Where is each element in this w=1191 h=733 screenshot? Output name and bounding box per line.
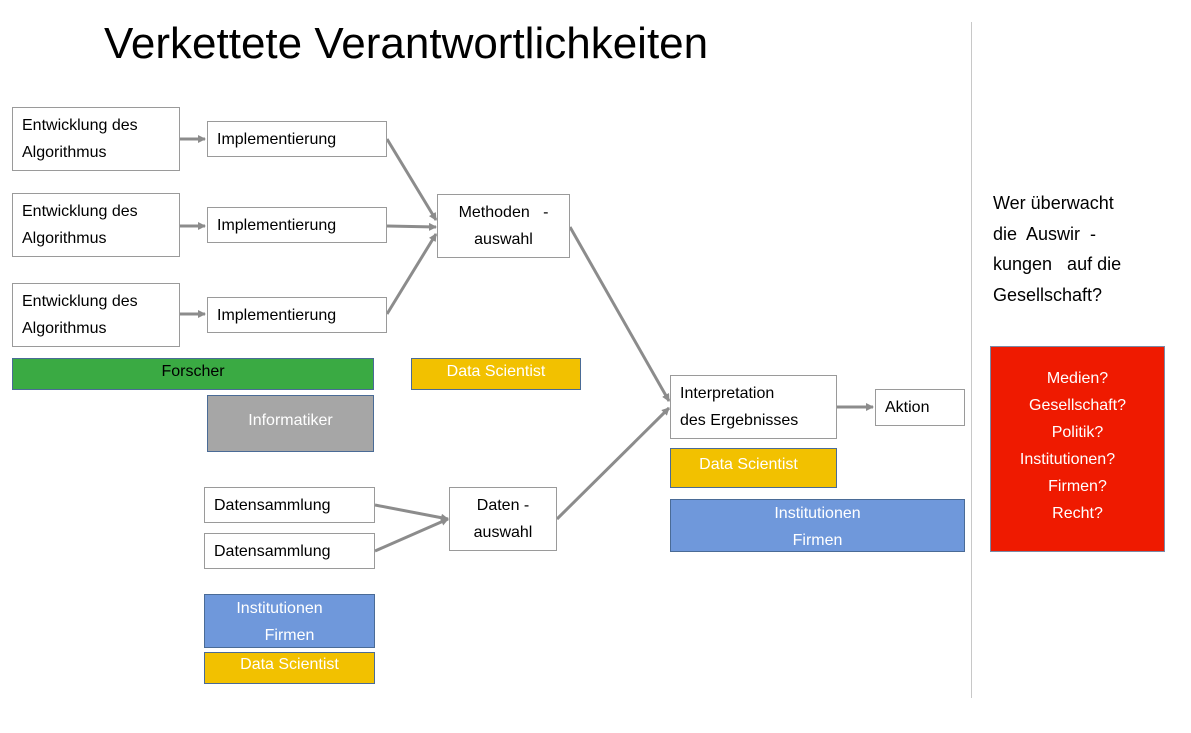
algorithm-development-box-1: Entwicklung des Algorithmus [12,107,180,171]
role-institutions-data: Institutionen Firmen [204,594,375,648]
box-line: Implementierung [217,307,337,324]
role-label: Informatiker [248,412,333,429]
action-box: Aktion [875,389,965,426]
oversight-question: Wer überwacht die Auswir - kungen auf di… [993,188,1121,310]
arrow-impl3-method [385,233,438,315]
box-line: auswahl [474,231,533,248]
box-line: Implementierung [217,131,337,148]
stakeholder-item: Firmen? [1048,478,1107,495]
question-line: kungen auf die [993,254,1122,274]
stakeholders-box: Medien? Gesellschaft? Politik? Instituti… [990,346,1165,552]
question-line: Gesellschaft? [993,284,1103,305]
role-label: Data Scientist [240,656,339,673]
box-line: Methoden - [458,204,549,221]
box-line: Algorithmus [22,230,107,247]
box-line: Entwicklung des [22,203,138,220]
box-line: auswahl [473,524,533,541]
box-line: Interpretation [680,385,775,402]
box-line: Algorithmus [22,144,107,161]
role-informatiker: Informatiker [207,395,374,452]
box-line: Daten - [476,497,530,514]
role-data-scientist-interpretation: Data Scientist [670,448,837,488]
role-label: Firmen [792,532,843,549]
box-line: Algorithmus [22,320,107,337]
arrow-impl2-method [386,222,437,231]
role-institutions-interpretation: Institutionen Firmen [670,499,965,552]
stakeholder-item: Medien? [1046,370,1109,387]
role-forscher: Forscher [12,358,374,390]
method-selection-box: Methoden - auswahl [437,194,570,258]
data-selection-box: Daten - auswahl [449,487,557,551]
role-data-scientist-methods: Data Scientist [411,358,581,390]
arrow-impl1-method [385,138,438,221]
vertical-divider [971,22,972,698]
box-line: des Ergebnisses [680,412,799,429]
stakeholder-item: Institutionen? [1019,451,1116,468]
question-line: Wer überwacht [993,193,1114,213]
box-line: Entwicklung des [22,117,138,134]
data-collection-box-1: Datensammlung [204,487,375,523]
box-line: Aktion [885,399,930,416]
stakeholder-item: Politik? [1051,424,1104,441]
box-line: Entwicklung des [22,293,138,310]
arrow-method-interpretation [568,226,671,402]
stakeholder-item: Gesellschaft? [1029,397,1126,414]
implementation-box-3: Implementierung [207,297,387,333]
page-title: Verkettete Verantwortlichkeiten [104,19,709,68]
role-label: Institutionen [236,600,323,617]
question-line: die Auswir - [993,223,1097,244]
role-data-scientist-data: Data Scientist [204,652,375,684]
role-label: Forscher [161,363,225,380]
role-label: Firmen [264,627,315,644]
box-line: Implementierung [217,217,337,234]
role-label: Data Scientist [446,363,546,380]
algorithm-development-box-2: Entwicklung des Algorithmus [12,193,180,257]
arrow-collection1-selection [374,503,449,522]
implementation-box-2: Implementierung [207,207,387,243]
implementation-box-1: Implementierung [207,121,387,157]
data-collection-box-2: Datensammlung [204,533,375,569]
arrow-selection-interpretation [555,406,671,521]
box-line: Datensammlung [214,543,331,560]
arrow-collection2-selection [374,517,449,553]
algorithm-development-box-3: Entwicklung des Algorithmus [12,283,180,347]
role-label: Institutionen [774,505,861,522]
box-line: Datensammlung [214,497,331,514]
interpretation-box: Interpretation des Ergebnisses [670,375,837,439]
stakeholder-item: Recht? [1052,505,1103,522]
role-label: Data Scientist [699,456,798,473]
